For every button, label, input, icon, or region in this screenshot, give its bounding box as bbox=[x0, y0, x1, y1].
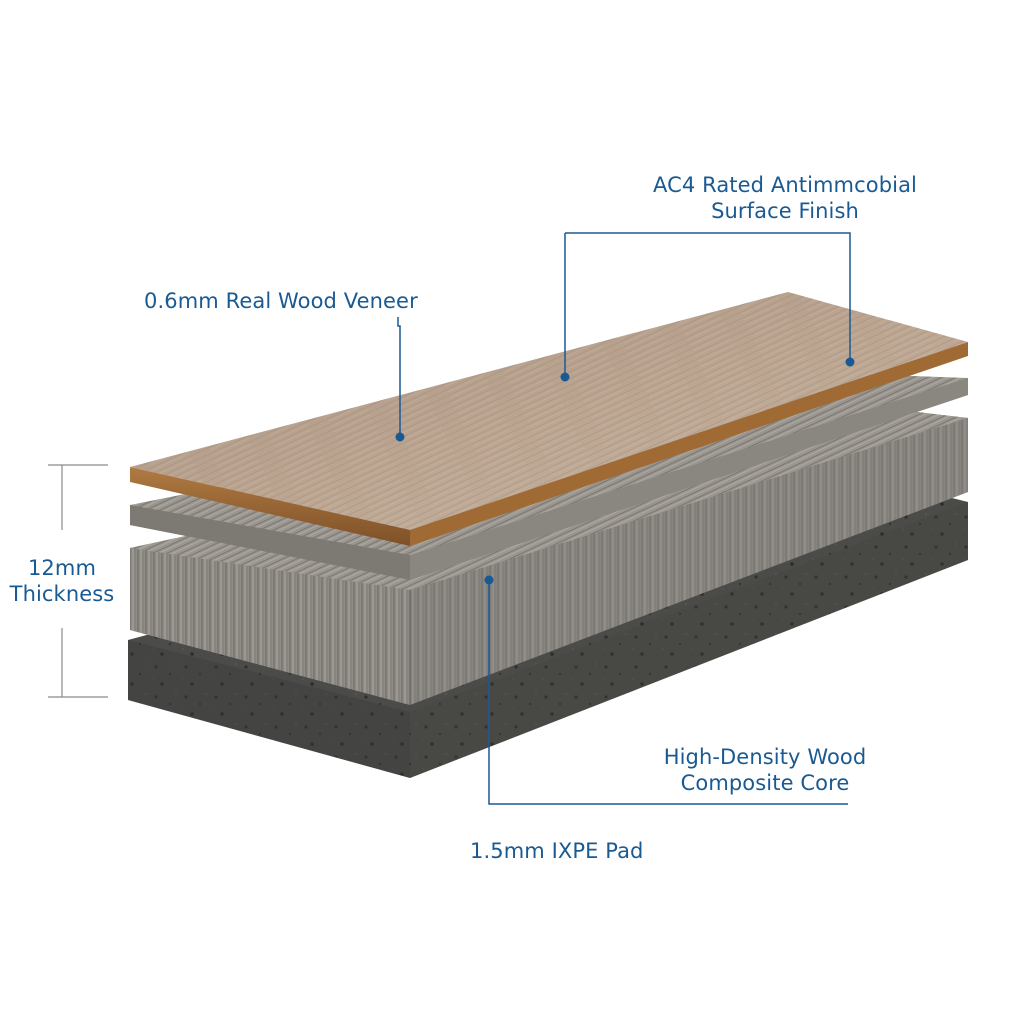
callout-dots bbox=[395, 357, 855, 585]
thickness-label: 12mm Thickness bbox=[0, 555, 124, 607]
callout-lines bbox=[397, 232, 851, 805]
thickness-label-line1: 12mm bbox=[27, 556, 97, 580]
core-label: High-Density Wood Composite Core bbox=[640, 744, 890, 796]
ixpe-pad-label: 1.5mm IXPE Pad bbox=[470, 839, 644, 863]
thickness-bracket bbox=[48, 464, 108, 698]
surface-finish-label-line2: Surface Finish bbox=[711, 199, 859, 223]
core-label-line1: High-Density Wood bbox=[663, 745, 867, 769]
veneer-label: 0.6mm Real Wood Veneer bbox=[144, 289, 418, 313]
real-wood-veneer-layer bbox=[130, 292, 968, 546]
core-label-line2: Composite Core bbox=[680, 771, 850, 795]
thickness-label-line2: Thickness bbox=[9, 582, 115, 606]
surface-finish-label: AC4 Rated Antimmcobial Surface Finish bbox=[640, 172, 930, 224]
surface-finish-label-line1: AC4 Rated Antimmcobial bbox=[653, 173, 917, 197]
